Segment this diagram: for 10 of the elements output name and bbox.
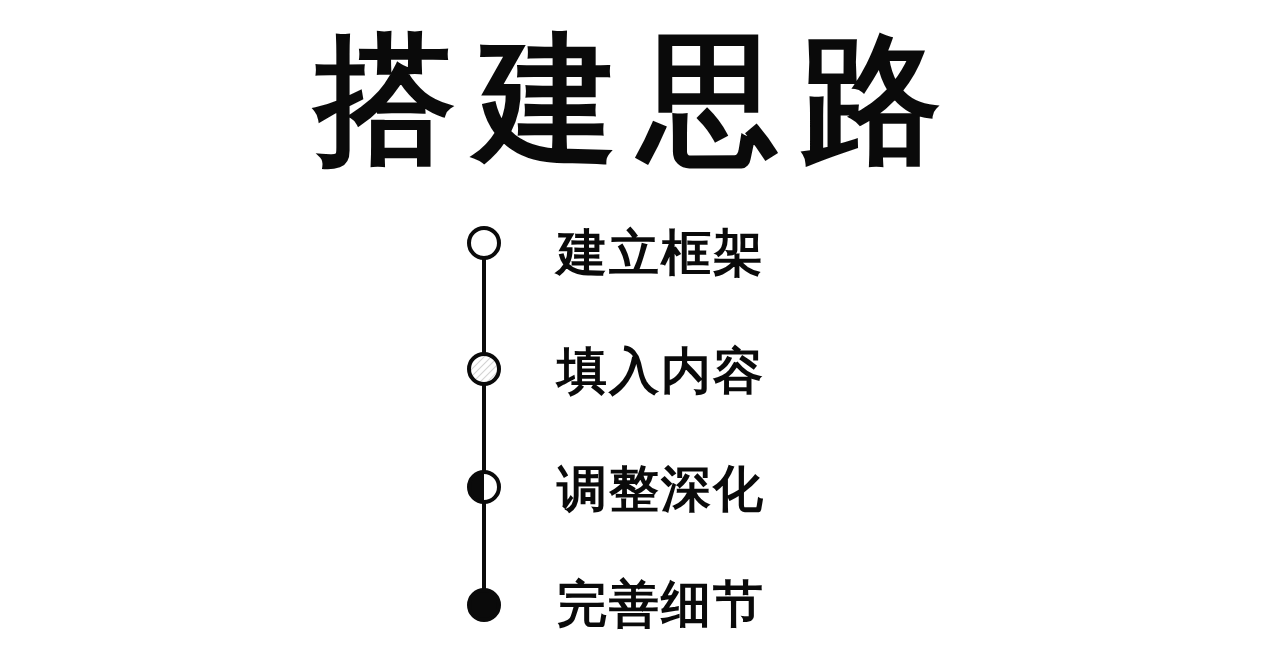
connector-line xyxy=(482,503,486,589)
hatched-circle xyxy=(467,352,501,386)
filled-circle xyxy=(467,588,501,622)
step-label: 完善细节 xyxy=(557,579,765,629)
connector-line xyxy=(482,385,486,471)
step-label: 填入内容 xyxy=(557,346,765,396)
open-circle xyxy=(467,226,501,260)
connector-line xyxy=(482,259,486,353)
half-filled-circle xyxy=(467,470,501,504)
step-label: 调整深化 xyxy=(557,464,765,514)
